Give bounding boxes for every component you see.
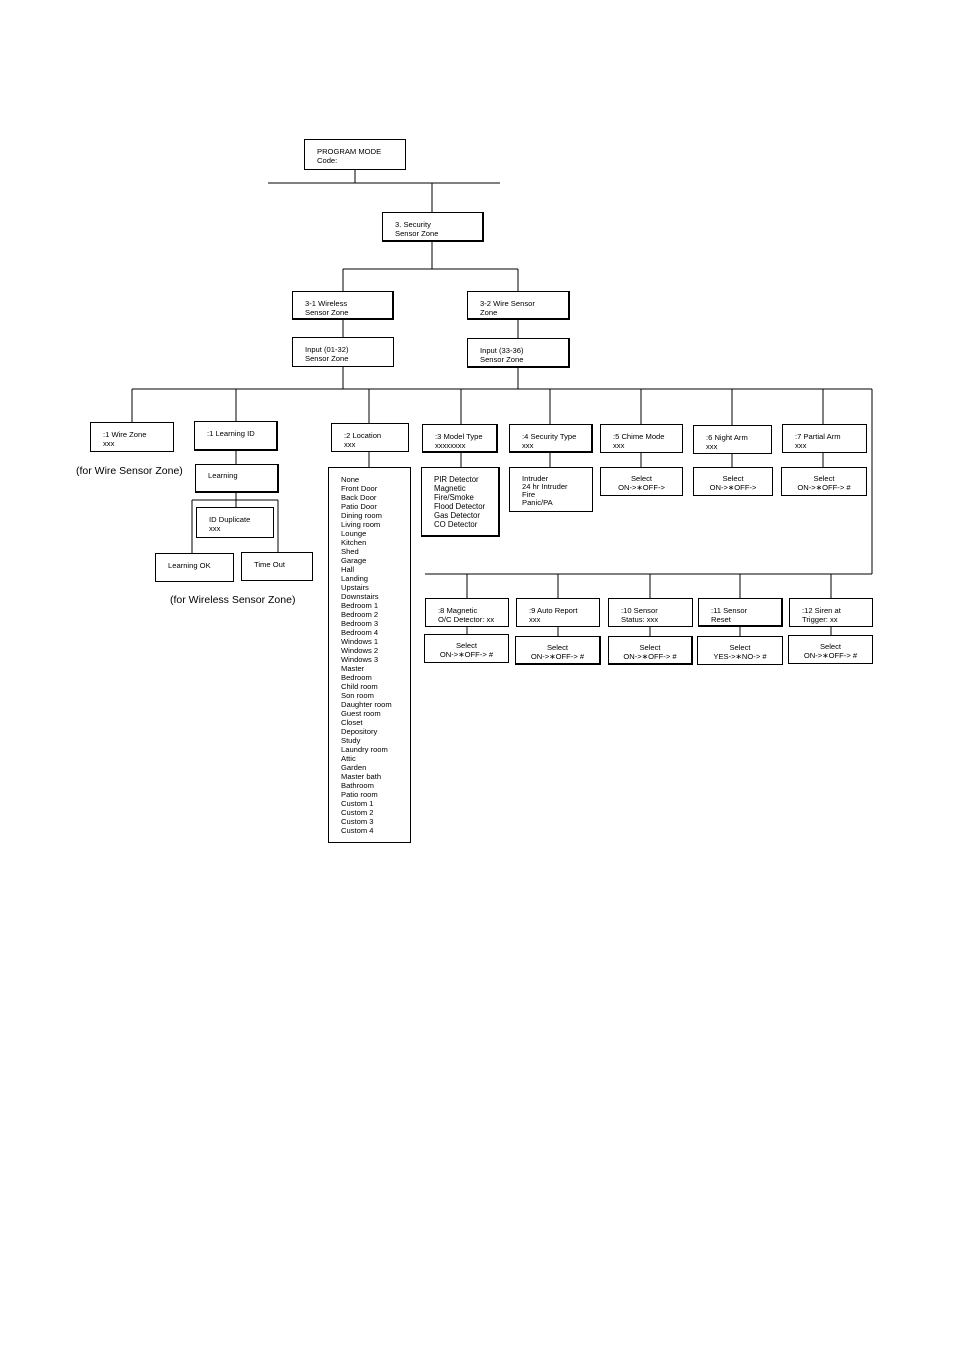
input-wire-box: Input (33-36) Sensor Zone <box>467 338 570 368</box>
location-option: Bedroom 4 <box>341 628 379 637</box>
location-option: Shed <box>341 547 359 556</box>
location-option: Study <box>341 736 361 745</box>
location-option: Master bath <box>341 772 382 781</box>
menu-sensor-reset: :11 Sensor Reset <box>698 598 783 627</box>
menu-siren-trigger: :12 Siren at Trigger: xx <box>789 598 873 627</box>
location-option: Patio room <box>341 790 378 799</box>
model-type-option: PIR Detector <box>434 475 479 484</box>
location-option: Patio Door <box>341 502 377 511</box>
location-option: Landing <box>341 574 369 583</box>
location-option: Laundry room <box>341 745 388 754</box>
model-type-option: Magnetic <box>434 484 466 493</box>
select-sensor-reset-box: Select YES->∗NO-> # <box>697 636 783 665</box>
menu-magnetic-detector: :8 Magnetic O/C Detector: xx <box>425 598 509 627</box>
location-option: Front Door <box>341 484 378 493</box>
time-out-box: Time Out <box>241 552 313 581</box>
location-option: Closet <box>341 718 363 727</box>
location-option: Windows 2 <box>341 646 379 655</box>
model-type-option: Fire/Smoke <box>434 493 474 502</box>
security-sensor-zone-box: 3. Security Sensor Zone <box>382 212 484 242</box>
select-partial-arm-box: Select ON->∗OFF-> # <box>781 467 867 496</box>
menu-auto-report: :9 Auto Report xxx <box>516 598 600 627</box>
program-mode-box: PROGRAM MODE Code: <box>304 139 406 170</box>
location-option: Windows 1 <box>341 637 379 646</box>
location-option: Master <box>341 664 365 673</box>
note-wireless-sensor-zone: (for Wireless Sensor Zone) <box>170 594 296 606</box>
select-sensor-status-box: Select ON->∗OFF-> # <box>608 636 693 665</box>
location-option: Child room <box>341 682 378 691</box>
location-option: Back Door <box>341 493 377 502</box>
location-option: Hall <box>341 565 355 574</box>
security-type-option: Panic/PA <box>522 498 553 507</box>
location-option: Attic <box>341 754 356 763</box>
wire-sensor-zone-box: 3-2 Wire Sensor Zone <box>467 291 570 320</box>
select-chime-box: Select ON->∗OFF-> <box>600 467 683 496</box>
location-option: Upstairs <box>341 583 369 592</box>
location-option: Guest room <box>341 709 381 718</box>
menu-partial-arm: :7 Partial Arm xxx <box>782 424 867 453</box>
location-option: Bedroom 1 <box>341 601 379 610</box>
model-type-option: Flood Detector <box>434 502 486 511</box>
menu-model-type: :3 Model Type xxxxxxxx <box>422 424 498 453</box>
location-option: Dining room <box>341 511 382 520</box>
wireless-sensor-zone-box: 3-1 Wireless Sensor Zone <box>292 291 394 320</box>
location-option: Son room <box>341 691 374 700</box>
note-wire-sensor-zone: (for Wire Sensor Zone) <box>76 465 183 477</box>
location-option: Custom 3 <box>341 817 374 826</box>
location-option: None <box>341 475 360 484</box>
security-type-option: Intruder <box>522 474 549 483</box>
location-option: Living room <box>341 520 381 529</box>
security-type-option: 24 hr Intruder <box>522 482 568 491</box>
select-night-arm-box: Select ON->∗OFF-> <box>693 467 773 496</box>
menu-learning-id: :1 Learning ID <box>194 421 278 451</box>
select-magnetic-box: Select ON->∗OFF-> # <box>424 634 509 663</box>
menu-chime-mode: :5 Chime Mode xxx <box>600 424 683 453</box>
location-option: Kitchen <box>341 538 367 547</box>
menu-wire-zone: :1 Wire Zone xxx <box>90 422 174 452</box>
location-option: Custom 4 <box>341 826 374 835</box>
model-type-option: CO Detector <box>434 520 478 529</box>
model-type-option: Gas Detector <box>434 511 480 520</box>
menu-night-arm: :6 Night Arm xxx <box>693 425 772 454</box>
location-option: Custom 2 <box>341 808 374 817</box>
select-auto-report-box: Select ON->∗OFF-> # <box>515 636 601 665</box>
menu-security-type: :4 Security Type xxx <box>509 424 593 453</box>
id-duplicate-box: ID Duplicate xxx <box>196 507 274 538</box>
learning-ok-box: Learning OK <box>155 553 234 582</box>
location-option: Lounge <box>341 529 367 538</box>
location-option: Bedroom 2 <box>341 610 379 619</box>
location-option: Custom 1 <box>341 799 374 808</box>
menu-location: :2 Location xxx <box>331 423 409 452</box>
location-option: Bedroom 3 <box>341 619 379 628</box>
location-option: Garage <box>341 556 367 565</box>
location-option: Bedroom <box>341 673 372 682</box>
location-option: Bathroom <box>341 781 374 790</box>
select-siren-box: Select ON->∗OFF-> # <box>788 635 873 664</box>
location-option: Downstairs <box>341 592 379 601</box>
location-option: Depository <box>341 727 378 736</box>
input-wireless-box: Input (01-32) Sensor Zone <box>292 337 394 367</box>
location-option: Daughter room <box>341 700 392 709</box>
location-option: Windows 3 <box>341 655 379 664</box>
security-type-option: Fire <box>522 490 536 499</box>
location-option: Garden <box>341 763 367 772</box>
menu-sensor-status: :10 Sensor Status: xxx <box>608 598 693 627</box>
learning-box: Learning <box>195 464 279 493</box>
